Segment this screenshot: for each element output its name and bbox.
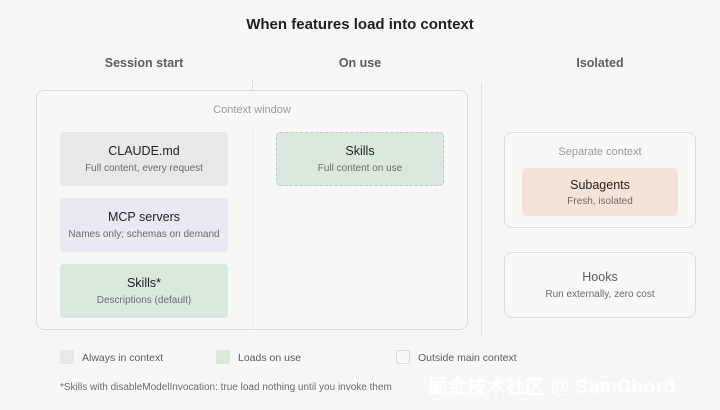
card-hooks-name: Hooks [582, 270, 618, 284]
legend-swatch-outside [396, 350, 410, 364]
column-header-isolated: Isolated [576, 56, 624, 70]
context-window-label: Context window [213, 104, 291, 116]
card-hooks-desc: Run externally, zero cost [545, 289, 655, 300]
context-window-divider [252, 130, 253, 330]
card-subagents: Subagents Fresh, isolated [522, 168, 678, 216]
legend-label-always: Always in context [82, 352, 164, 364]
card-skills-descriptions: Skills* Descriptions (default) [60, 264, 228, 318]
card-mcp-servers: MCP servers Names only; schemas on deman… [60, 198, 228, 252]
column-header-session-start: Session start [104, 56, 184, 70]
card-skills-on-use-desc: Full content on use [317, 163, 403, 174]
card-skills-on-use-name: Skills [345, 144, 375, 158]
column-divider-top [252, 80, 253, 90]
card-mcp-servers-name: MCP servers [107, 210, 180, 224]
card-claude-md: CLAUDE.md Full content, every request [60, 132, 228, 186]
isolated-divider [481, 84, 482, 336]
card-mcp-servers-desc: Names only; schemas on demand [68, 229, 220, 240]
legend-swatch-on-use [216, 350, 230, 364]
column-header-on-use: On use [338, 56, 382, 70]
legend-label-on-use: Loads on use [238, 352, 302, 364]
card-subagents-name: Subagents [570, 177, 630, 192]
legend-label-outside: Outside main context [418, 352, 517, 364]
watermark: 掘金技术社区 @ SamChord [428, 377, 676, 398]
card-claude-md-name: CLAUDE.md [108, 144, 180, 158]
card-hooks: Hooks Run externally, zero cost [504, 252, 696, 318]
separate-context-label: Separate context [558, 146, 642, 158]
card-claude-md-desc: Full content, every request [85, 163, 203, 174]
card-skills-descriptions-desc: Descriptions (default) [96, 295, 192, 306]
legend-swatch-always [60, 350, 74, 364]
card-subagents-desc: Fresh, isolated [567, 195, 633, 207]
card-skills-on-use: Skills Full content on use [276, 132, 444, 186]
diagram-title: When features load into context [246, 16, 474, 33]
footnote: *Skills with disableModelInvocation: tru… [60, 382, 392, 393]
card-skills-descriptions-name: Skills* [126, 276, 162, 290]
